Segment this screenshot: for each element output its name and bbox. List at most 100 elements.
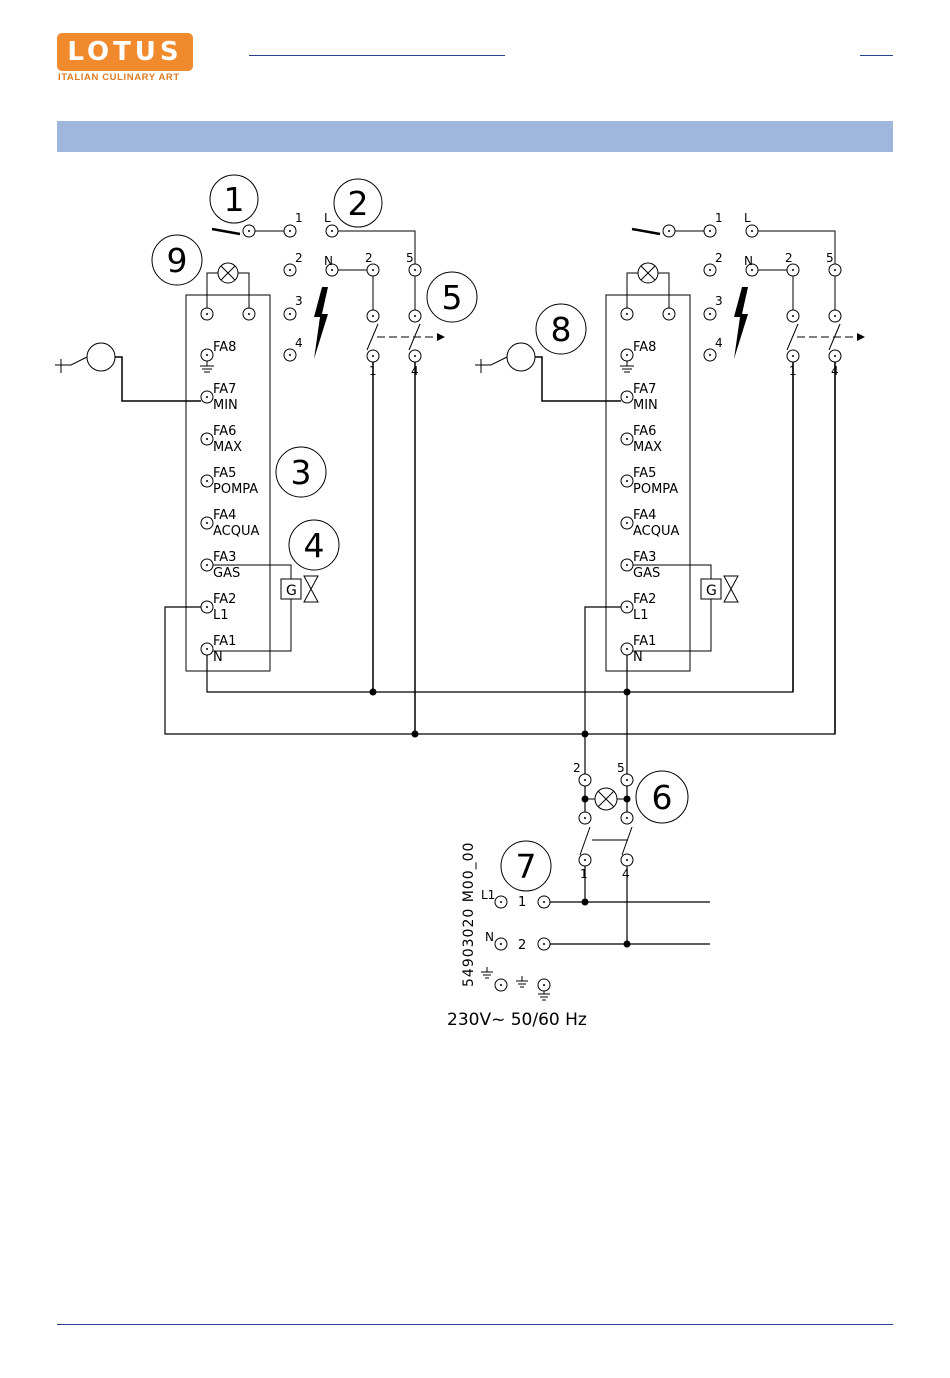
terminal-dot [584,779,586,781]
lightning-arrow [632,229,660,234]
switch-contact [367,324,378,350]
terminal-dot [206,522,208,524]
terminal-dot [668,313,670,315]
terminal-dot [709,313,711,315]
board-terminal-code: FA4 [213,508,236,523]
terminal-dot [626,313,628,315]
terminal-dot [626,859,628,861]
wire [758,231,835,264]
board-terminal-label: N [213,650,223,665]
terminal-dot [206,313,208,315]
board-terminal-code: FA5 [633,466,656,481]
gas-valve-symbol [724,576,738,602]
terminal-dot [414,355,416,357]
board-terminal-code: FA6 [633,424,656,439]
lightning-arrow [212,229,240,234]
terminal-number: 5 [826,251,834,265]
probe-wire [535,357,621,401]
terminal-dot [543,943,545,945]
terminal-number: 2 [715,251,723,265]
board-terminal-label: ACQUA [633,524,679,539]
terminal-letter: L [744,211,751,225]
document-code: 54903020 M00_00 [461,842,477,987]
terminal-dot [626,396,628,398]
neutral-bus [207,362,793,692]
probe-earth [55,359,61,373]
earth-symbol [200,361,214,372]
junction-dot [624,941,631,948]
terminal-dot [709,269,711,271]
switch-contact [580,827,590,855]
probe-earth [475,359,481,373]
terminal-dot [584,817,586,819]
earth-symbol [538,991,550,1000]
terminal-dot [668,230,670,232]
supply-terminal-label: L1 [481,888,495,902]
terminal-dot [372,315,374,317]
board-terminal-label: MIN [633,398,658,413]
terminal-dot [289,354,291,356]
terminal-dot [331,269,333,271]
terminal-number: 1 [295,211,303,225]
callout-number: 3 [291,453,312,492]
terminal-dot [626,606,628,608]
terminal-dot [709,230,711,232]
terminal-dot [372,355,374,357]
common-wiring: 251467L11N254903020 M00_00230V~ 50/60 Hz [165,362,835,1030]
terminal-dot [372,269,374,271]
board-terminal-label: POMPA [633,482,678,497]
terminal-dot [543,984,545,986]
board-terminal-code: FA1 [213,634,236,649]
board-terminal-label: MAX [213,440,242,455]
probe-wire [115,357,201,401]
terminal-dot [751,230,753,232]
terminal-dot [248,313,250,315]
terminal-dot [206,396,208,398]
supply-terminal-number: 2 [518,938,526,953]
gas-valve-symbol [304,576,318,602]
terminal-dot [751,269,753,271]
terminal-dot [289,230,291,232]
switch-contact [622,827,632,855]
board-terminal-label: N [633,650,643,665]
board-terminal-code: FA3 [633,550,656,565]
terminal-dot [792,269,794,271]
terminal-dot [626,779,628,781]
terminal-dot [834,269,836,271]
terminal-number: 3 [295,294,303,308]
gas-valve-label: G [286,583,297,599]
terminal-number: 4 [295,336,303,350]
terminal-dot [626,438,628,440]
terminal-dot [206,606,208,608]
terminal-number: 1 [580,867,588,881]
board-terminal-label: MAX [633,440,662,455]
board-terminal-label: ACQUA [213,524,259,539]
board-terminal-label: POMPA [213,482,258,497]
terminal-letter: L [324,211,331,225]
board-terminal-label: MIN [213,398,238,413]
board-terminal-label: GAS [213,566,240,581]
junction-dot [412,731,419,738]
terminal-letter: N [744,254,753,268]
terminal-dot [206,438,208,440]
terminal-dot [626,648,628,650]
level-probe [87,343,115,371]
board-terminal-code: FA8 [633,340,656,355]
terminal-dot [206,480,208,482]
terminal-number: 5 [406,251,414,265]
terminal-dot [626,522,628,524]
terminal-number: 2 [295,251,303,265]
terminal-number: 4 [622,867,630,881]
terminal-dot [626,817,628,819]
terminal-dot [206,564,208,566]
board-terminal-code: FA2 [633,592,656,607]
supply-terminal-label: N [485,930,494,944]
terminal-dot [414,315,416,317]
earth-symbol [516,976,528,987]
lightning-bolt [734,287,748,359]
earth-symbol [620,361,634,372]
board-terminal-label: L1 [213,608,229,623]
terminal-dot [626,564,628,566]
supply-terminal-number: 1 [518,895,526,910]
board-terminal-code: FA4 [633,508,656,523]
